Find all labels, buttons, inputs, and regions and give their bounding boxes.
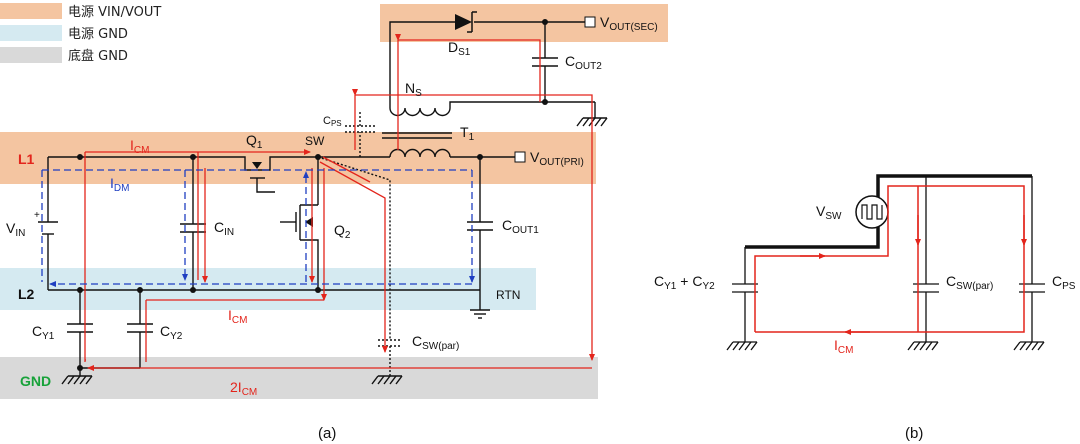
label-cy-sum-b: CY1 + CY2 xyxy=(654,273,715,292)
circuit-a-wiring xyxy=(38,21,608,385)
label-icm-b: ICM xyxy=(834,337,853,356)
square-wave-icon xyxy=(861,204,883,220)
legend-swatch-power-gnd xyxy=(0,25,62,41)
legend-swatch-vin xyxy=(0,3,62,19)
label-vin-plus: + xyxy=(34,210,40,221)
q1-body-diode-icon xyxy=(252,162,262,169)
q2-body-diode-icon xyxy=(305,217,313,227)
label-ds1: DS1 xyxy=(448,39,471,58)
labels-a: L1 L2 GND VIN + ICM IDM Q1 SW Q2 CIN CPS… xyxy=(6,14,658,442)
label-idm: IDM xyxy=(110,175,129,194)
idm-paths-a xyxy=(41,169,475,287)
label-vsw-b: VSW xyxy=(816,203,842,222)
label-icm-top: ICM xyxy=(130,137,149,156)
label-cy1: CY1 xyxy=(32,323,55,342)
label-cout1: COUT1 xyxy=(502,217,539,236)
label-cps: CPS xyxy=(323,115,342,128)
band-l1 xyxy=(0,132,596,184)
terminal-vout-pri xyxy=(514,151,526,163)
legend-swatch-chassis-gnd xyxy=(0,47,62,63)
legend: 电源 VIN/VOUT 电源 GND 底盘 GND xyxy=(0,3,161,64)
label-cps-b: CPS xyxy=(1052,273,1076,292)
label-q2: Q2 xyxy=(334,222,351,241)
label-vin: VIN xyxy=(6,220,25,239)
junction-dots xyxy=(77,19,548,371)
band-vout-sec xyxy=(380,4,668,42)
label-rtn: RTN xyxy=(496,288,520,302)
rail-label-l1: L1 xyxy=(18,151,35,167)
label-vout-sec: VOUT(SEC) xyxy=(600,14,658,33)
rail-label-gnd: GND xyxy=(20,373,51,389)
caption-b: (b) xyxy=(905,425,923,442)
diode-ds1-icon xyxy=(455,14,472,30)
circuit-b: VSW CY1 + CY2 CSW(par) CPS ICM (b) xyxy=(654,174,1076,442)
label-ns: NS xyxy=(405,80,422,99)
diode-ds1-bar xyxy=(467,11,477,33)
band-gnd xyxy=(0,357,598,399)
label-cy2: CY2 xyxy=(160,323,183,342)
icm-paths-a xyxy=(84,34,595,371)
label-csw-par-b: CSW(par) xyxy=(946,273,993,292)
label-icm-mid: ICM xyxy=(228,307,247,326)
band-l2 xyxy=(0,268,536,310)
rail-label-l2: L2 xyxy=(18,286,35,302)
label-sw: SW xyxy=(305,134,325,148)
terminal-vout-sec xyxy=(584,16,596,28)
legend-label-chassis-gnd: 底盘 GND xyxy=(68,48,128,64)
label-2icm: 2ICM xyxy=(230,379,257,398)
label-cout2: COUT2 xyxy=(565,53,602,72)
caption-a: (a) xyxy=(318,425,336,442)
label-q1: Q1 xyxy=(246,132,263,151)
label-csw-par: CSW(par) xyxy=(412,333,459,352)
label-t1: T1 xyxy=(460,124,475,143)
legend-label-power-gnd: 电源 GND xyxy=(68,27,128,42)
legend-label-vin: 电源 VIN/VOUT xyxy=(68,5,161,20)
label-vout-pri: VOUT(PRI) xyxy=(530,149,584,168)
label-cin: CIN xyxy=(214,219,234,238)
